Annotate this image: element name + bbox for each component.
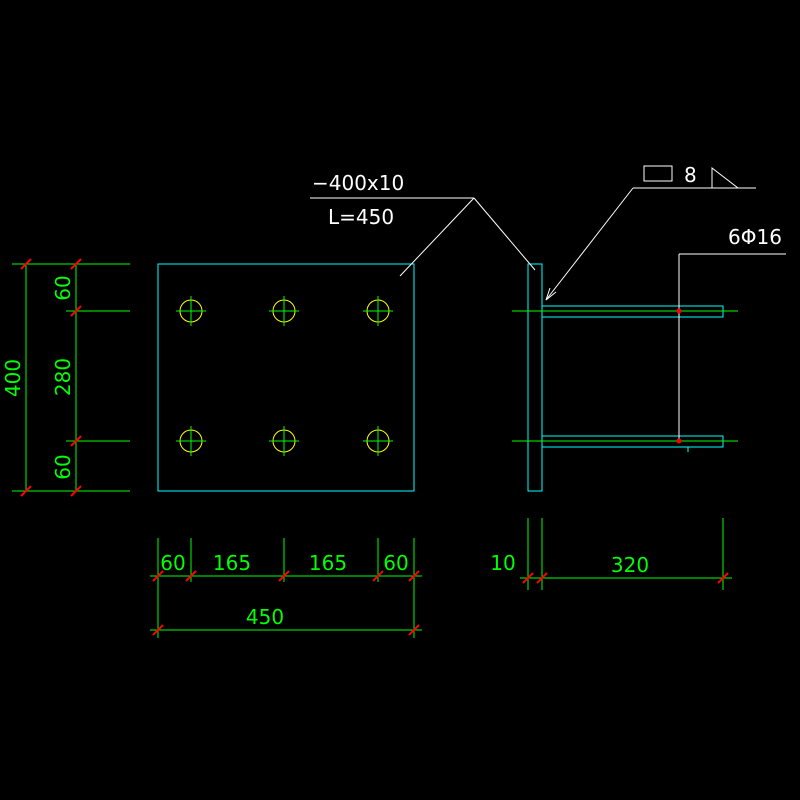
embed-plate-front (157, 263, 415, 492)
dim-left-400: 400 (1, 359, 25, 397)
side-view (512, 263, 738, 492)
weld-leader (545, 165, 756, 301)
bottom-dimension-ticks (152, 570, 420, 636)
bottom-dimensions (150, 538, 422, 638)
weld-size-label: 8 (684, 163, 697, 187)
anchor-spec-label: 6Φ16 (728, 225, 782, 249)
hole-bottom-left (176, 426, 206, 456)
left-dimension-ticks (20, 258, 82, 497)
hole-grid (176, 296, 393, 456)
fillet-weld-icon (711, 166, 740, 189)
dim-bottom-60-left: 60 (160, 551, 185, 575)
embed-plate-side (527, 263, 543, 492)
left-dimensions (12, 263, 130, 492)
dim-side-320: 320 (611, 553, 649, 577)
front-view (157, 263, 415, 492)
anchor-leader (678, 253, 786, 441)
dim-bottom-60-right: 60 (383, 551, 408, 575)
plate-spec-label: −400x10 (312, 171, 404, 195)
dim-bottom-165-a: 165 (213, 551, 251, 575)
dim-bottom-165-b: 165 (309, 551, 347, 575)
plate-spec-leader (310, 197, 536, 277)
weld-field-box-icon (643, 165, 673, 182)
hole-top-middle (269, 296, 299, 326)
dim-left-60-bottom: 60 (51, 454, 75, 479)
hole-top-left (176, 296, 206, 326)
hole-bottom-right (363, 426, 393, 456)
hole-bottom-middle (269, 426, 299, 456)
plate-length-label: L=450 (328, 205, 394, 229)
side-dimension-ticks (522, 572, 729, 584)
dim-left-280: 280 (51, 358, 75, 396)
dim-left-60-top: 60 (51, 275, 75, 300)
dim-side-10: 10 (490, 551, 515, 575)
dim-bottom-450: 450 (246, 605, 284, 629)
hole-top-right (363, 296, 393, 326)
anchor-leader-dots (676, 308, 682, 444)
